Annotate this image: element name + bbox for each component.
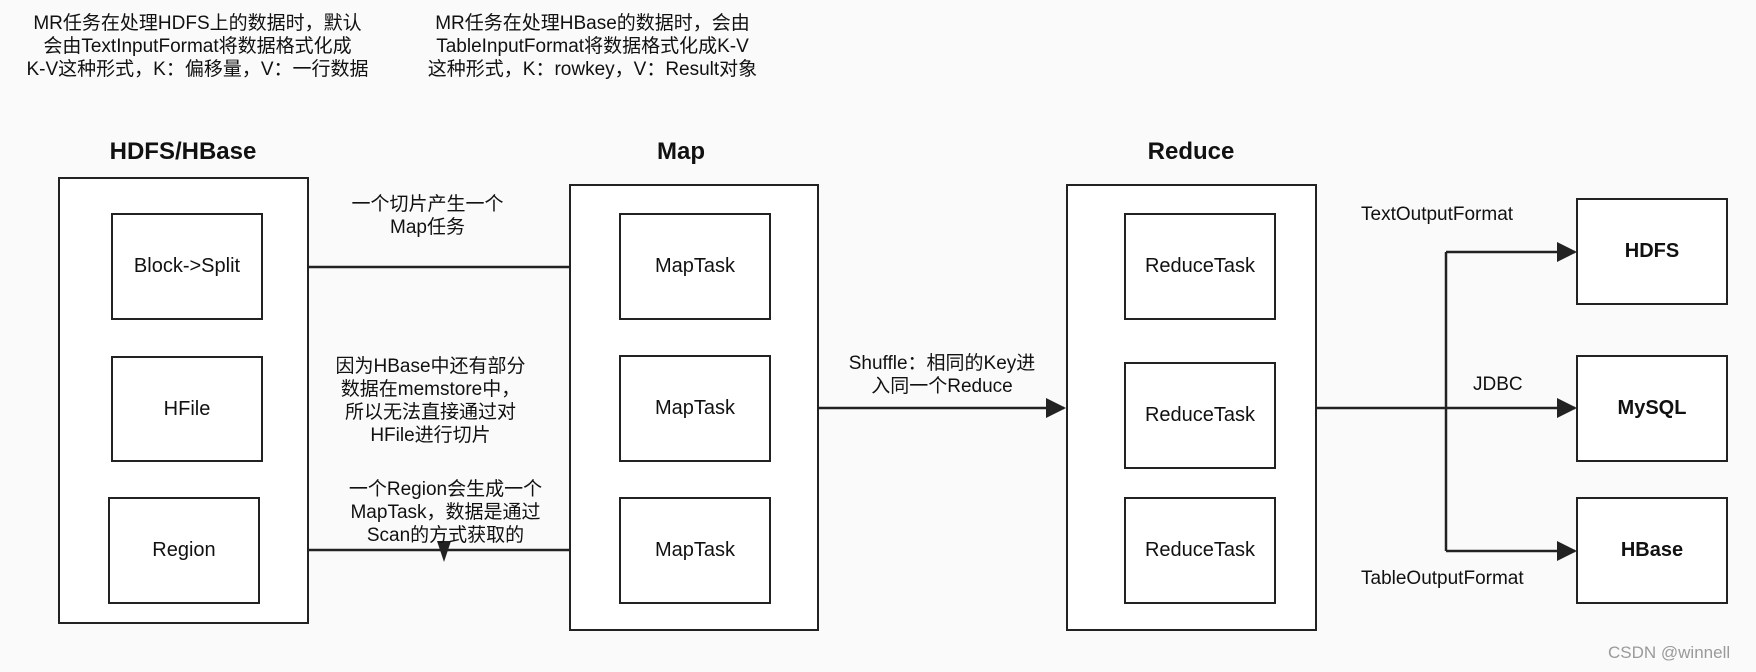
small-arrow-on-region-line <box>437 541 451 562</box>
group-title-reduce: Reduce <box>1147 138 1235 165</box>
note-hbase-input-format: MR任务在处理HBase的数据时，会由 TableInputFormat将数据格… <box>427 13 758 80</box>
note-split-to-map: 一个切片产生一个 Map任务 <box>351 194 504 238</box>
node-reducetask: ReduceTask <box>1124 362 1276 469</box>
label-table-output-format: TableOutputFormat <box>1361 568 1524 589</box>
label-text-output-format: TextOutputFormat <box>1361 204 1514 225</box>
note-hfile-reason: 因为HBase中还有部分 数据在memstore中， 所以无法直接通过对 HFi… <box>335 356 526 446</box>
group-title-source: HDFS/HBase <box>109 138 257 165</box>
node-hfile: HFile <box>111 356 263 462</box>
node-maptask: MapTask <box>619 213 771 320</box>
note-shuffle: Shuffle：相同的Key进 入同一个Reduce <box>848 353 1036 397</box>
node-reducetask: ReduceTask <box>1124 497 1276 604</box>
note-region-maptask: 一个Region会生成一个 MapTask，数据是通过 Scan的方式获取的 <box>348 479 543 546</box>
watermark: CSDN @winnell <box>1608 643 1731 662</box>
group-title-map: Map <box>657 138 705 165</box>
node-region: Region <box>108 497 260 604</box>
node-maptask: MapTask <box>619 355 771 462</box>
note-hdfs-input-format: MR任务在处理HDFS上的数据时，默认 会由TextInputFormat将数据… <box>26 13 369 80</box>
label-jdbc: JDBC <box>1473 374 1523 395</box>
output-mysql: MySQL <box>1576 355 1728 462</box>
output-hdfs: HDFS <box>1576 198 1728 305</box>
output-hbase: HBase <box>1576 497 1728 604</box>
node-block-split: Block->Split <box>111 213 263 320</box>
node-maptask: MapTask <box>619 497 771 604</box>
node-reducetask: ReduceTask <box>1124 213 1276 320</box>
